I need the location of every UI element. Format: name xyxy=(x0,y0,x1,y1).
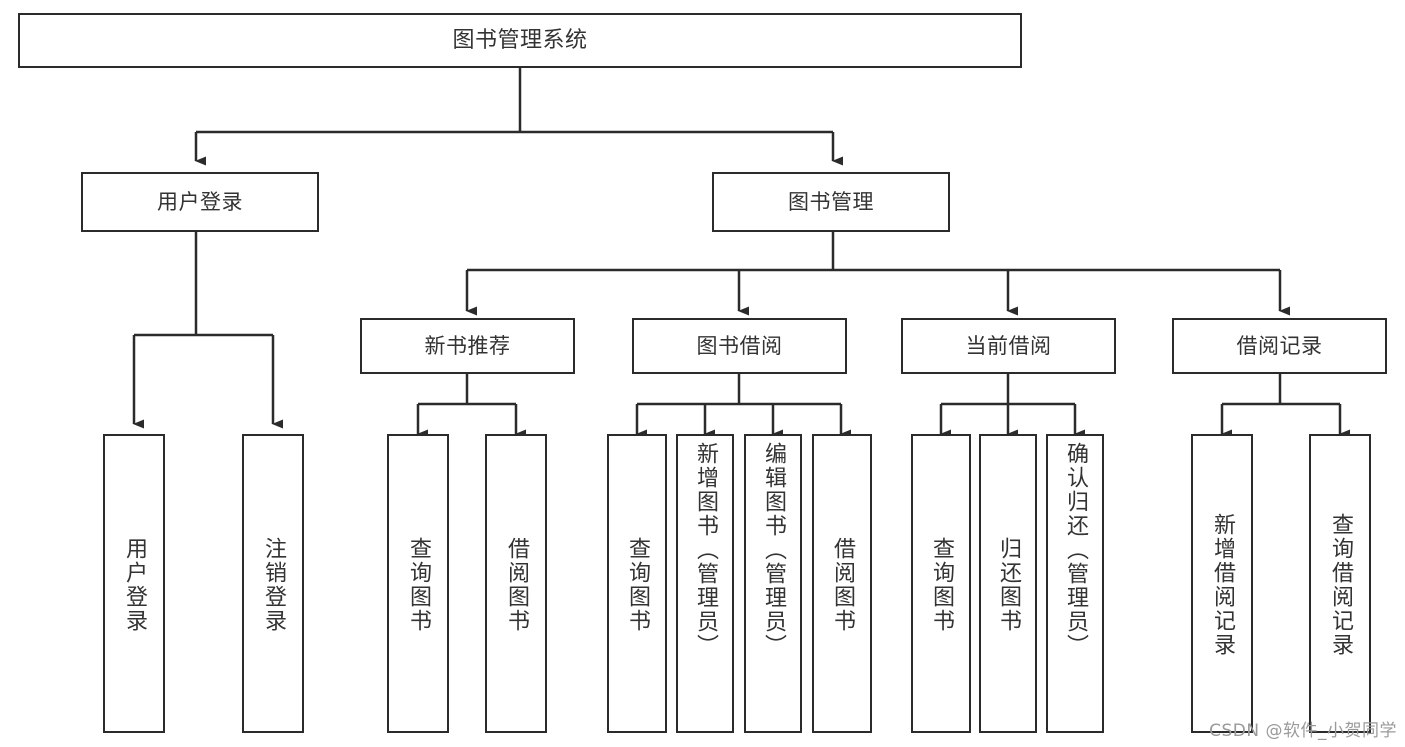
leaf-user-login-label: 用户登录 xyxy=(122,536,147,633)
node-root[interactable]: 图书管理系统 xyxy=(18,13,1022,68)
leaf-edit-book-label: 编辑图书（管理员） xyxy=(761,442,786,658)
leaf-query-book-2-label: 查询图书 xyxy=(625,536,650,633)
leaf-query-book-1-label: 查询图书 xyxy=(406,536,431,633)
leaf-query-record[interactable]: 查询借阅记录 xyxy=(1309,434,1371,733)
leaf-return-book-label: 归还图书 xyxy=(996,536,1021,633)
leaf-confirm-return-label: 确认归还（管理员） xyxy=(1063,442,1088,658)
leaf-add-book[interactable]: 新增图书（管理员） xyxy=(676,434,734,733)
leaf-logout[interactable]: 注销登录 xyxy=(242,434,304,733)
node-borrow-record-label: 借阅记录 xyxy=(1236,333,1323,358)
leaf-user-login[interactable]: 用户登录 xyxy=(103,434,165,733)
node-book-borrow-label: 图书借阅 xyxy=(696,333,783,358)
leaf-add-book-label: 新增图书（管理员） xyxy=(693,442,718,658)
leaf-borrow-book-1-label: 借阅图书 xyxy=(504,536,529,633)
leaf-borrow-book-1[interactable]: 借阅图书 xyxy=(485,434,547,733)
node-book-borrow[interactable]: 图书借阅 xyxy=(632,318,847,374)
leaf-add-record[interactable]: 新增借阅记录 xyxy=(1191,434,1253,733)
csdn-watermark: CSDN @软件_小贺同学 xyxy=(1209,721,1397,741)
leaf-query-book-1[interactable]: 查询图书 xyxy=(387,434,449,733)
node-current-borrow-label: 当前借阅 xyxy=(965,333,1052,358)
leaf-borrow-book-2[interactable]: 借阅图书 xyxy=(812,434,872,733)
leaf-logout-label: 注销登录 xyxy=(261,536,286,633)
leaf-add-record-label: 新增借阅记录 xyxy=(1210,512,1235,657)
node-borrow-record[interactable]: 借阅记录 xyxy=(1172,318,1387,374)
node-user-login-label: 用户登录 xyxy=(157,189,243,214)
leaf-query-record-label: 查询借阅记录 xyxy=(1328,512,1353,657)
node-new-book-recommend[interactable]: 新书推荐 xyxy=(360,318,575,374)
leaf-borrow-book-2-label: 借阅图书 xyxy=(830,536,855,633)
leaf-return-book[interactable]: 归还图书 xyxy=(979,434,1037,733)
node-user-login[interactable]: 用户登录 xyxy=(81,172,319,232)
node-book-management[interactable]: 图书管理 xyxy=(712,172,950,232)
leaf-query-book-2[interactable]: 查询图书 xyxy=(607,434,667,733)
leaf-query-book-3-label: 查询图书 xyxy=(929,536,954,633)
node-book-management-label: 图书管理 xyxy=(788,189,874,214)
node-root-label: 图书管理系统 xyxy=(452,27,588,53)
leaf-query-book-3[interactable]: 查询图书 xyxy=(911,434,971,733)
node-current-borrow[interactable]: 当前借阅 xyxy=(901,318,1116,374)
leaf-edit-book[interactable]: 编辑图书（管理员） xyxy=(744,434,802,733)
leaf-confirm-return[interactable]: 确认归还（管理员） xyxy=(1046,434,1104,733)
node-new-book-recommend-label: 新书推荐 xyxy=(424,333,511,358)
